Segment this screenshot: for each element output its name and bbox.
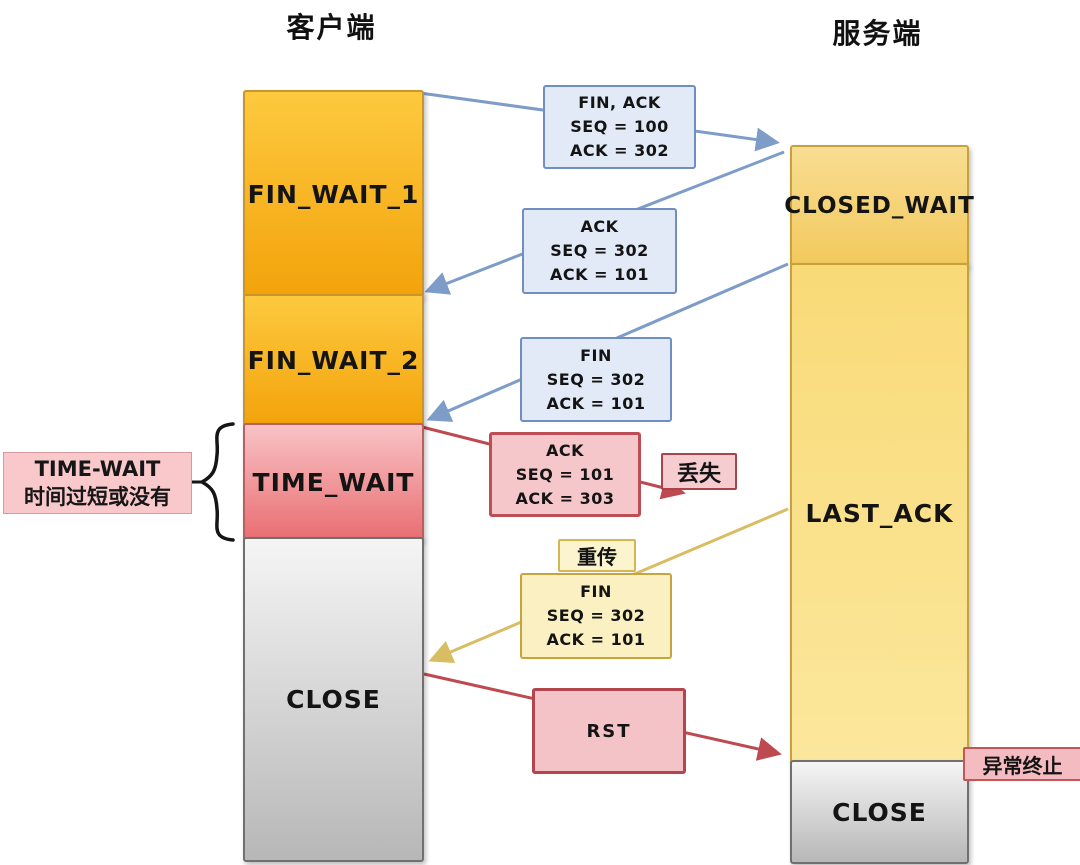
message-line: ACK = 101 [546,393,646,413]
state-label: FIN_WAIT_1 [247,179,420,209]
message-line: FIN [580,345,612,365]
state-fin-wait-2: FIN_WAIT_2 [243,294,424,427]
message-line: ACK [580,217,619,236]
state-client-close: CLOSE [243,537,424,862]
retransmit-tag: 重传 [558,539,636,572]
state-label: FIN_WAIT_2 [247,346,420,375]
message-fin-ack: FIN, ACK SEQ = 100 ACK = 302 [543,85,696,169]
message-line: ACK = 101 [546,630,646,649]
message-line: FIN, ACK [578,93,661,112]
state-closed-wait: CLOSED_WAIT [784,145,974,267]
message-fin: FIN SEQ = 302 ACK = 101 [520,337,672,422]
state-time-wait: TIME_WAIT [243,423,424,541]
message-line: FIN [580,582,612,601]
message-line: ACK = 101 [550,265,649,284]
lost-tag: 丢失 [661,453,737,490]
server-title: 服务端 [832,17,923,50]
abnormal-termination-tag: 异常终止 [963,747,1080,781]
note-line-1: TIME-WAIT [34,456,161,481]
state-label: CLOSE [832,797,927,827]
state-server-close: CLOSE [790,760,969,864]
state-label: CLOSED_WAIT [784,193,975,219]
message-line: ACK = 302 [570,141,669,160]
message-line: ACK [545,440,585,460]
curly-brace [198,422,235,542]
message-ack-lost: ACK SEQ = 101 ACK = 303 [489,432,641,517]
state-label: CLOSE [286,685,381,714]
message-line: SEQ = 101 [515,464,615,484]
note-line-2: 时间过短或没有 [24,485,171,509]
message-ack: ACK SEQ = 302 ACK = 101 [522,208,677,294]
message-line: SEQ = 302 [546,606,646,625]
message-line: SEQ = 302 [550,241,649,260]
message-line: SEQ = 100 [570,117,669,136]
state-label: TIME_WAIT [252,467,415,497]
time-wait-note: TIME-WAIT 时间过短或没有 [3,452,192,514]
client-title: 客户端 [286,11,377,44]
message-line: RST [586,720,632,742]
message-fin-retransmit: FIN SEQ = 302 ACK = 101 [520,573,672,659]
message-rst: RST [532,688,686,774]
message-line: ACK = 303 [515,488,615,508]
state-last-ack: LAST_ACK [790,263,969,764]
state-fin-wait-1: FIN_WAIT_1 [243,90,424,298]
state-label: LAST_ACK [805,499,954,528]
message-line: SEQ = 302 [546,369,646,389]
